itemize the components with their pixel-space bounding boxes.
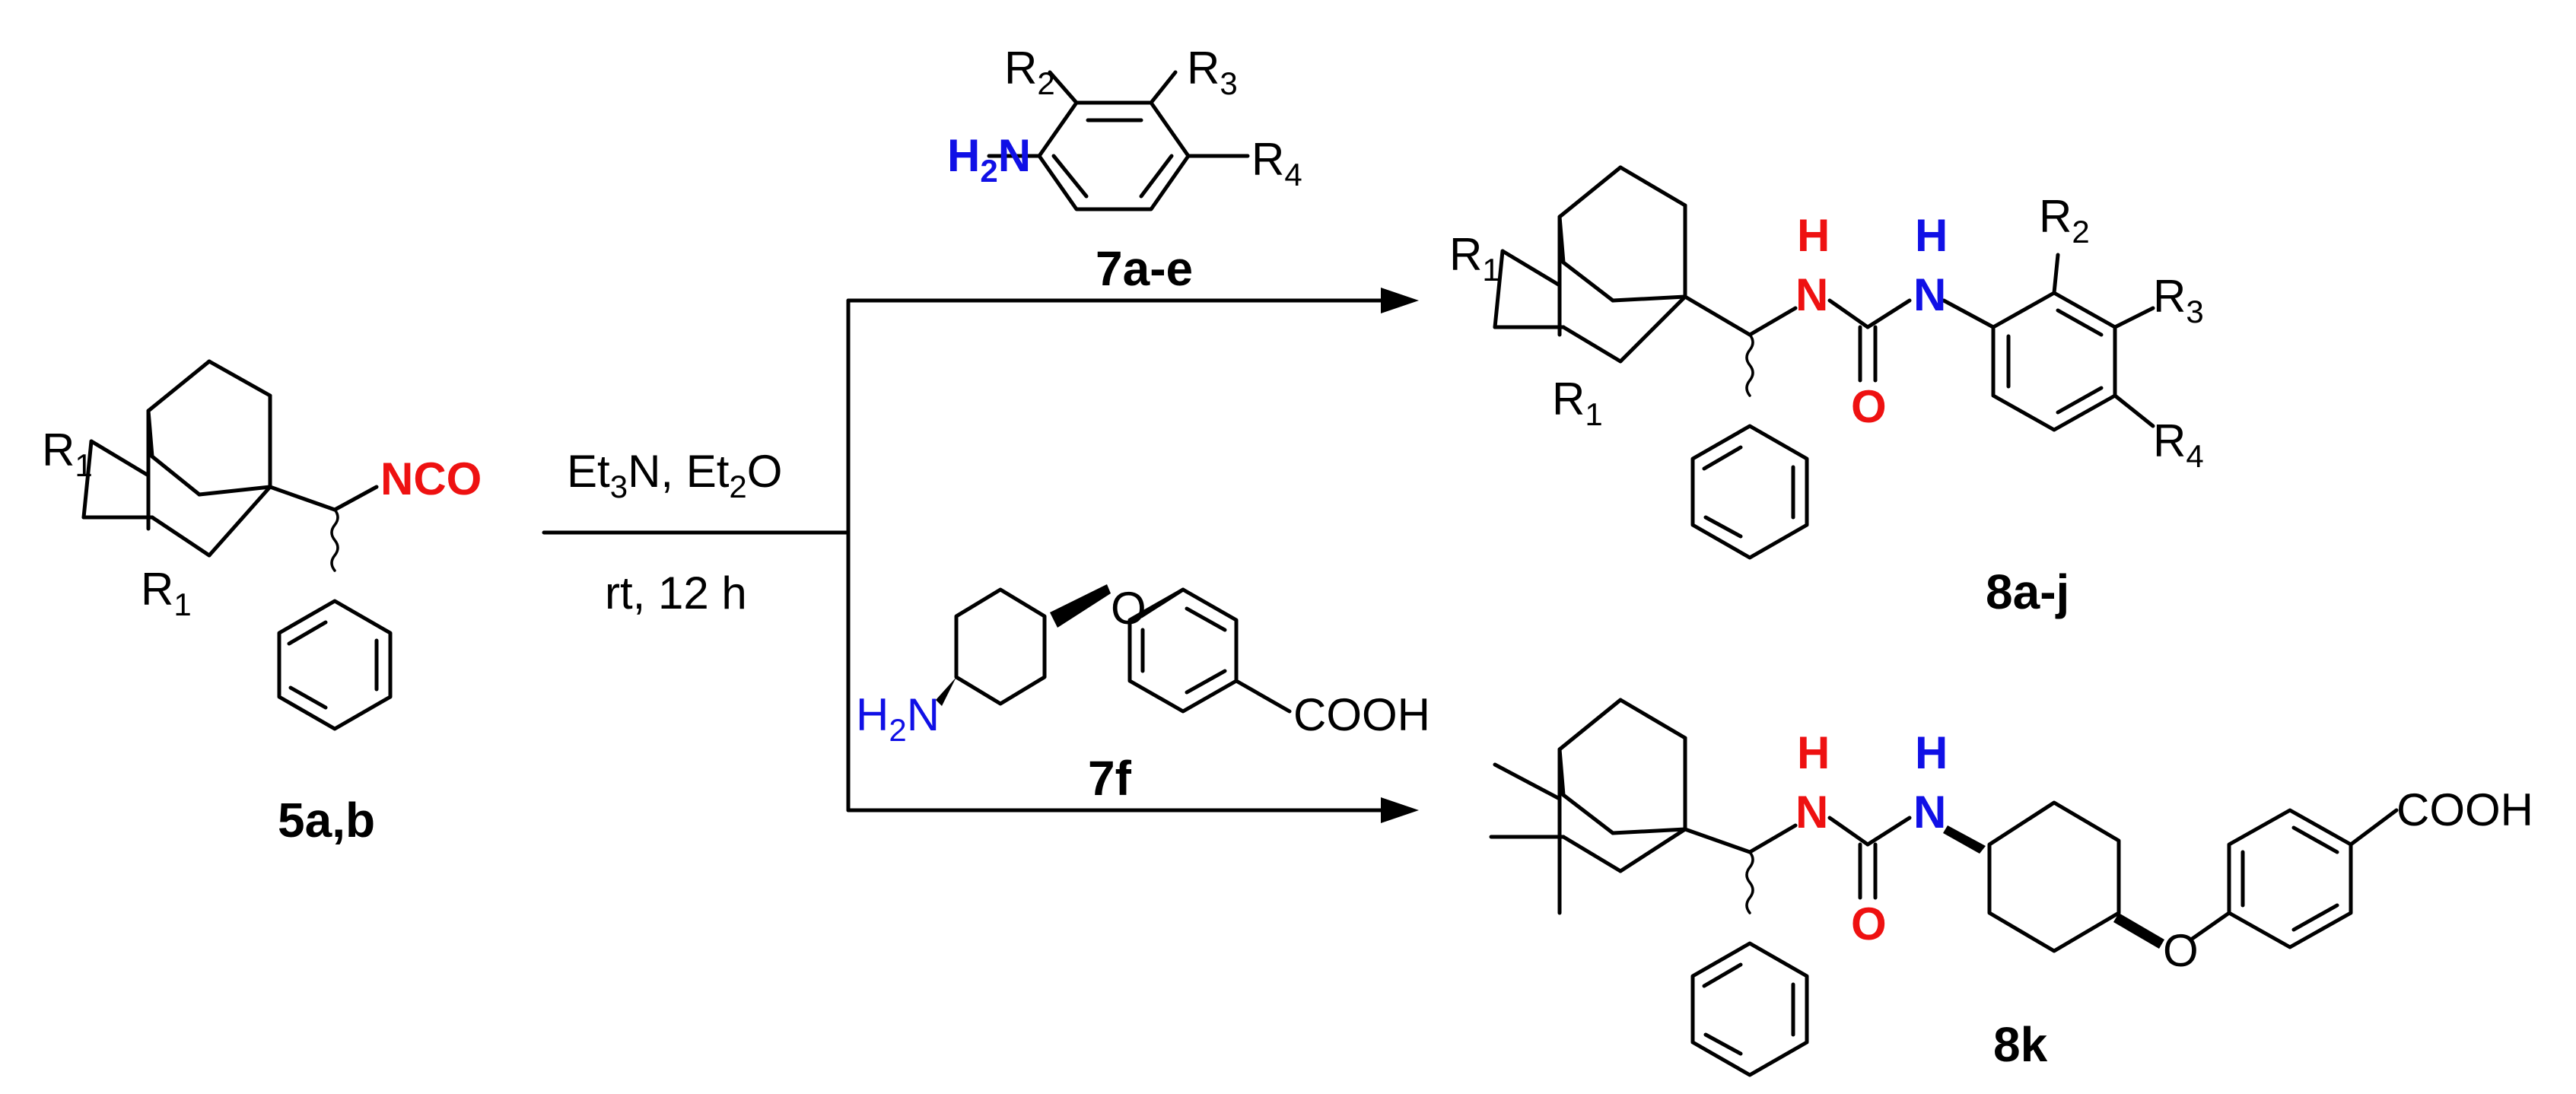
conditions-time-temp: rt, 12 h <box>605 568 747 619</box>
compound-7ae-structure <box>987 70 1250 211</box>
reaction-arrows <box>542 288 1419 823</box>
label-8aj-r2: R2 <box>2039 191 2090 250</box>
label-5ab-r1-upper: R1 <box>42 425 93 483</box>
label-7ae-r3: R3 <box>1187 43 1238 101</box>
label-8aj-nh-blue-h: H <box>1915 210 1948 261</box>
label-5ab-r1-lower: R1 <box>141 564 192 622</box>
label-8k-nh-blue-h: H <box>1915 727 1948 778</box>
compound-id-8k: 8k <box>1993 1017 2048 1072</box>
label-8k-nh-red-h: H <box>1797 727 1830 778</box>
label-8k-cooh: COOH <box>2396 784 2533 835</box>
label-8k-nh-blue-n: N <box>1913 787 1946 838</box>
compound-id-8aj: 8a-j <box>1986 564 2069 619</box>
label-8aj-nh-red-h: H <box>1797 210 1830 261</box>
label-7f-nh2: H2N <box>856 689 940 748</box>
label-8aj-r1-lower: R1 <box>1552 374 1603 432</box>
label-7ae-r2: R2 <box>1004 43 1055 101</box>
compound-id-7ae: 7a-e <box>1096 241 1193 296</box>
label-7f-cooh: COOH <box>1293 689 1430 740</box>
conditions-reagent: Et3N, Et2O <box>567 446 782 504</box>
label-nco: NCO <box>380 453 482 504</box>
label-8aj-o: O <box>1851 381 1887 432</box>
label-7ae-r4: R4 <box>1251 134 1302 192</box>
label-8aj-r1-upper: R1 <box>1449 229 1500 288</box>
label-8aj-r4: R4 <box>2153 415 2204 474</box>
compound-8aj-structure <box>1493 165 2155 560</box>
compound-id-7f: 7f <box>1088 751 1132 806</box>
label-7ae-nh2: H2N <box>947 130 1031 189</box>
label-7f-o: O <box>1111 583 1146 634</box>
compound-5ab-structure <box>81 359 393 731</box>
compound-7f-structure <box>936 584 1292 714</box>
label-8aj-nh-red-n: N <box>1795 269 1828 320</box>
compound-id-5ab: 5a,b <box>278 793 375 848</box>
label-8k-o: O <box>1851 898 1887 949</box>
compound-8k-structure <box>1489 698 2399 1077</box>
label-8aj-nh-blue-n: N <box>1913 269 1946 320</box>
label-8aj-r3: R3 <box>2153 271 2204 329</box>
label-8k-ether-o: O <box>2163 925 2199 976</box>
label-8k-nh-red-n: N <box>1795 787 1828 838</box>
